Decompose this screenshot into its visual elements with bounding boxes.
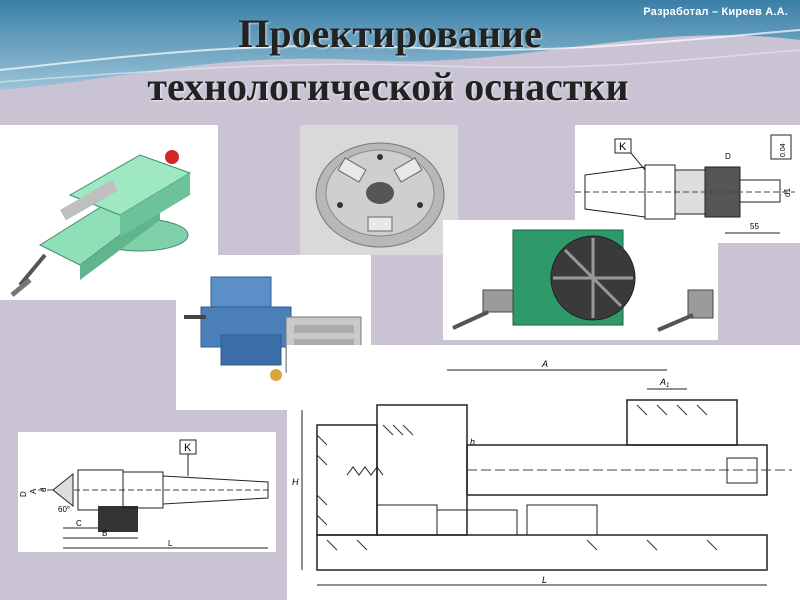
collet-chuck-dim-d: D (725, 152, 731, 161)
center-dim-c: C (76, 519, 82, 528)
center-dim-angle: 60° (58, 505, 70, 514)
collet-chuck-dim-55: 55 (750, 222, 759, 231)
center-dim-a: A (29, 488, 38, 494)
vise-dim-H: H (292, 477, 299, 487)
center-dim-b: B (102, 529, 107, 538)
center-dim-d: D (19, 491, 28, 497)
vise-dim-a: A (541, 359, 548, 369)
center-dim-l: L (168, 539, 173, 548)
collet-chuck-k-label: K (619, 141, 627, 153)
vise-dim-a1: A1 (659, 377, 669, 389)
collet-chuck-dim-tol: 0.04 (780, 143, 787, 157)
collet-chuck-dim-d1: d1 (783, 188, 792, 197)
photo-three-jaw-chuck (300, 125, 458, 255)
slide-title-line-2: технологической оснастки (147, 64, 629, 109)
vise-dim-l: L (542, 575, 547, 585)
center-dim-d-small: d (39, 488, 48, 492)
photo-rotary-table (443, 220, 718, 340)
drawing-live-center: K D A d 60° C B L (18, 432, 276, 552)
photo-machine-vise (0, 125, 218, 300)
vise-dim-h: h (470, 437, 475, 447)
slide-title-line-1: Проектирование (238, 11, 542, 56)
drawing-vise-section: A A1 H h L (287, 345, 800, 600)
header-wave-background (0, 0, 800, 110)
author-credit: Разработал – Киреев А.А. (643, 6, 788, 18)
center-k-label: K (184, 442, 192, 454)
